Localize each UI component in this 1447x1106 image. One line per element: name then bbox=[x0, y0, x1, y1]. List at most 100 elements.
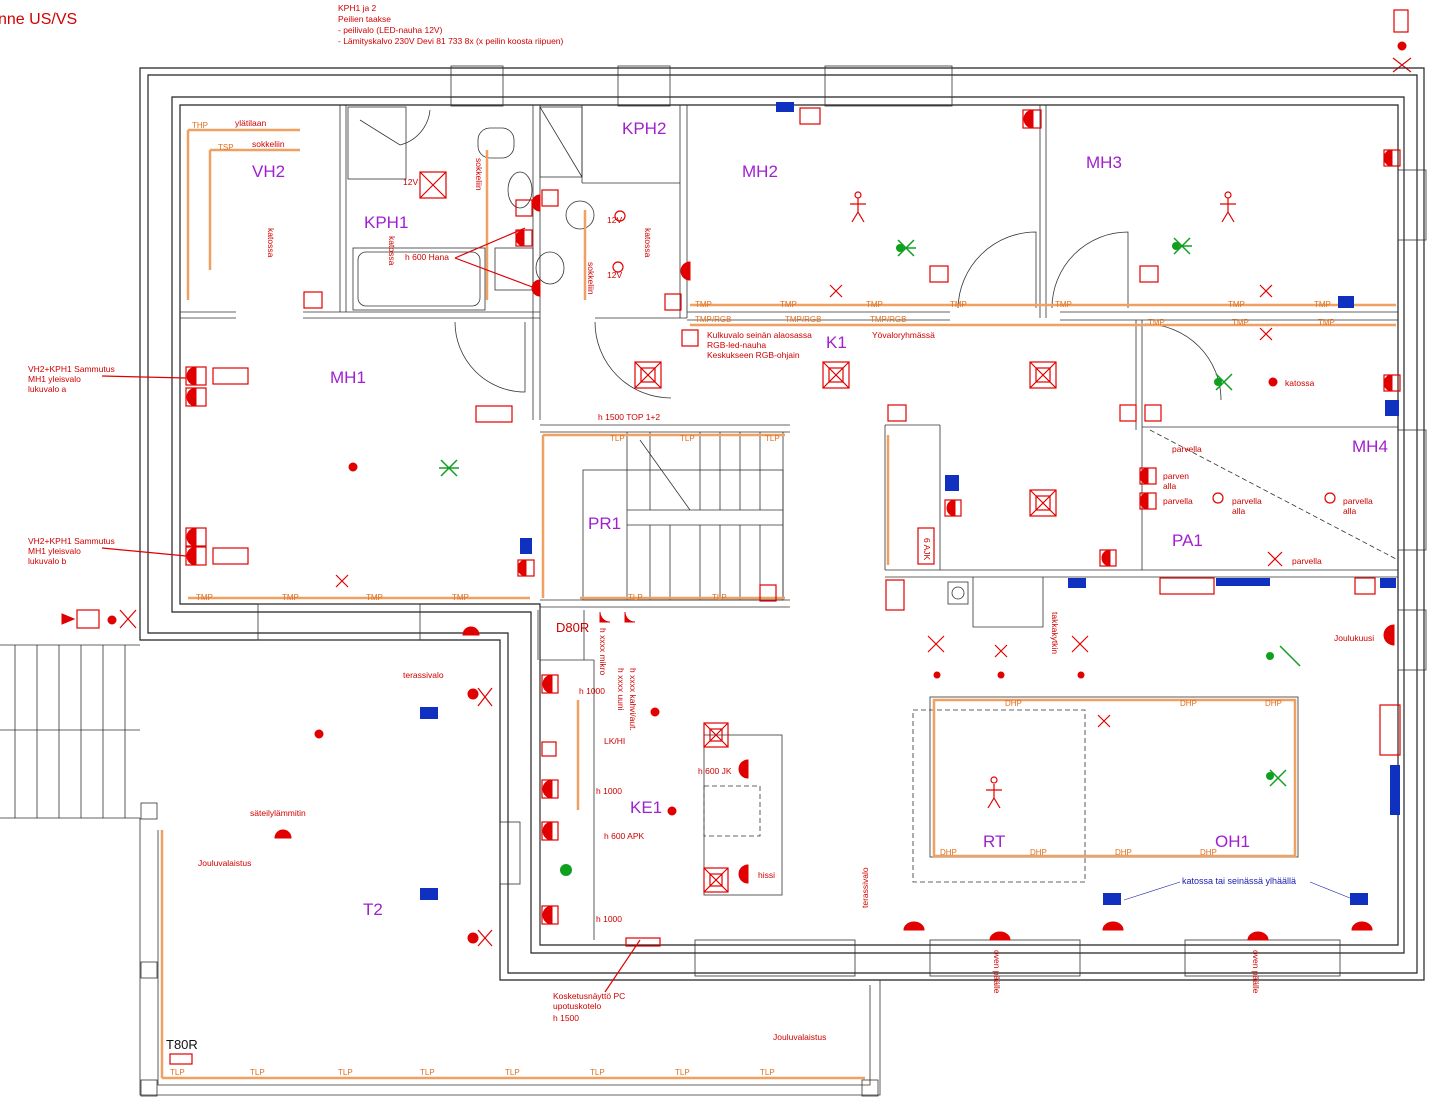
note-oven-1: oven päälle bbox=[992, 950, 1002, 994]
room-label-pr1: PR1 bbox=[588, 514, 621, 533]
heat-label-dhp-e: DHP bbox=[1005, 699, 1022, 708]
heat-label-tlp-pr1c: TLP bbox=[765, 434, 780, 443]
note-h1000-b: h 1000 bbox=[596, 786, 622, 796]
heat-label-tmp-mh1d: TMP bbox=[452, 593, 469, 602]
room-label-mh1: MH1 bbox=[330, 368, 366, 387]
switch-symbols bbox=[185, 107, 1401, 941]
exterior-walls bbox=[139, 65, 1427, 981]
note-alla-1: alla bbox=[1163, 481, 1177, 491]
heat-label-tmprgb-a: TMP/RGB bbox=[695, 315, 731, 324]
note-katossa-seina: katossa tai seinässä ylhäällä bbox=[1182, 876, 1296, 886]
kph-note-line1: Peilien taakse bbox=[338, 14, 391, 24]
note-hissi: hissi bbox=[758, 870, 775, 880]
note-parvella-5: parvella bbox=[1292, 556, 1322, 566]
heat-label-dhp-c: DHP bbox=[1115, 848, 1132, 857]
note-jouluvalo-2: Jouluvalaistus bbox=[773, 1032, 826, 1042]
room-labels: VH2 KPH1 KPH2 MH2 MH3 MH1 K1 MH4 PR1 PA1… bbox=[252, 119, 1388, 919]
room-label-rt: RT bbox=[983, 832, 1005, 851]
note-joulukuusi: Joulukuusi bbox=[1334, 633, 1374, 643]
note-kulku-1: Kulkuvalo seinän alaosassa bbox=[707, 330, 812, 340]
note-vh2b-2: MH1 yleisvalo bbox=[28, 546, 81, 556]
note-sokkeliin-3: sokkeliin bbox=[586, 262, 596, 295]
note-parven-1: parven bbox=[1163, 471, 1189, 481]
heat-label-tmp-mh2b: TMP bbox=[780, 300, 797, 309]
room-label-kph2: KPH2 bbox=[622, 119, 666, 138]
heat-label-tlp-t2h: TLP bbox=[760, 1068, 775, 1077]
floor-heating bbox=[160, 128, 1396, 1080]
note-kulku-3: Keskukseen RGB-ohjain bbox=[707, 350, 800, 360]
note-12v-c: 12V bbox=[607, 270, 622, 280]
room-label-t2: T2 bbox=[363, 900, 383, 919]
heat-label-tmp-mh1b: TMP bbox=[282, 593, 299, 602]
note-vh2a-1: VH2+KPH1 Sammutus bbox=[28, 364, 115, 374]
heat-label-tlp-pr1d: TLP bbox=[628, 593, 643, 602]
note-parvella-4: parvella bbox=[1343, 496, 1373, 506]
room-label-mh3: MH3 bbox=[1086, 153, 1122, 172]
note-terassivalo-2: terassivalo bbox=[860, 867, 870, 908]
note-alla-2: alla bbox=[1232, 506, 1246, 516]
heat-label-tlp-pr1a: TLP bbox=[610, 434, 625, 443]
kph-note-title: KPH1 ja 2 bbox=[338, 3, 377, 13]
note-yovalo: Yövaloryhmässä bbox=[872, 330, 935, 340]
room-label-kph1: KPH1 bbox=[364, 213, 408, 232]
heat-label-tmp-k1c: TMP bbox=[1318, 318, 1335, 327]
heat-label-dhp-b: DHP bbox=[1030, 848, 1047, 857]
heat-label-thp: THP bbox=[192, 121, 208, 130]
note-lkhl: LK/HI bbox=[604, 736, 625, 746]
heat-label-tlp-t2g: TLP bbox=[675, 1068, 690, 1077]
heat-label-tsp: TSP bbox=[218, 143, 234, 152]
heat-label-tmp-mh3c: TMP bbox=[1314, 300, 1331, 309]
note-kosketus-3: h 1500 bbox=[553, 1013, 579, 1023]
note-kosketus-1: Kosketusnäyttö PC bbox=[553, 991, 625, 1001]
note-h1500top: h 1500 TOP 1+2 bbox=[598, 412, 660, 422]
entry-door-symbols bbox=[61, 609, 137, 629]
note-jouluvalo-1: Jouluvalaistus bbox=[198, 858, 251, 868]
note-katossa-3: katossa bbox=[643, 228, 653, 258]
heat-label-tmp-mh2: TMP bbox=[695, 300, 712, 309]
note-hana: h 600 Hana bbox=[405, 252, 449, 262]
note-h600jk: h 600 JK bbox=[698, 766, 732, 776]
heat-label-tmp-mh1a: TMP bbox=[196, 593, 213, 602]
note-parvella-3: parvella bbox=[1232, 496, 1262, 506]
note-vh2b-1: VH2+KPH1 Sammutus bbox=[28, 536, 115, 546]
room-label-oh1: OH1 bbox=[1215, 832, 1250, 851]
note-kosketus-2: upotuskotelo bbox=[553, 1001, 601, 1011]
heat-label-dhp-d: DHP bbox=[1200, 848, 1217, 857]
note-vh2a-2: MH1 yleisvalo bbox=[28, 374, 81, 384]
heating-labels: THP TSP TMP TMP TMP TMP TMP TMP TMP TMP/… bbox=[170, 121, 1335, 1077]
note-vh2a-3: lukuvalo a bbox=[28, 384, 67, 394]
note-sokkeliin: sokkeliin bbox=[252, 139, 285, 149]
note-uuni: h xxxx uuni bbox=[616, 668, 626, 711]
label-t80r: T80R bbox=[166, 1037, 198, 1052]
annotations: VH2+KPH1 Sammutus MH1 yleisvalo lukuvalo… bbox=[28, 118, 1374, 1065]
heat-label-tlp-t2b: TLP bbox=[250, 1068, 265, 1077]
note-h1000-c: h 1000 bbox=[596, 914, 622, 924]
presence-sensors bbox=[439, 237, 1301, 876]
kph-note-line3: - Lämityskalvo 230V Devi 81 733 8x (x pe… bbox=[338, 36, 564, 46]
heat-label-tlp-t2a: TLP bbox=[170, 1068, 185, 1077]
note-parvella-2: parvella bbox=[1163, 496, 1193, 506]
note-katossa-1: katossa bbox=[266, 228, 276, 258]
kph-note-line2: - peilivalo (LED-nauha 12V) bbox=[338, 25, 443, 35]
heat-label-tmp-k1a: TMP bbox=[1148, 318, 1165, 327]
note-sateily: säteilylämmitin bbox=[250, 808, 306, 818]
heat-label-tmp-mh3b: TMP bbox=[1228, 300, 1245, 309]
heat-label-tmp-mh2c: TMP bbox=[866, 300, 883, 309]
room-label-vh2: VH2 bbox=[252, 162, 285, 181]
note-sokkeliin-2: sokkeliin bbox=[474, 158, 484, 191]
heat-label-tlp-t2d: TLP bbox=[420, 1068, 435, 1077]
heat-label-tmp-k1b: TMP bbox=[1232, 318, 1249, 327]
network-sockets bbox=[420, 102, 1400, 905]
heat-label-dhp-a: DHP bbox=[940, 848, 957, 857]
heat-label-tmp-mh1c: TMP bbox=[366, 593, 383, 602]
room-label-mh4: MH4 bbox=[1352, 437, 1388, 456]
heat-label-tlp-pr1e: TLP bbox=[712, 593, 727, 602]
note-ajk: 6 AJK bbox=[922, 538, 932, 561]
note-h600apk: h 600 APK bbox=[604, 831, 645, 841]
note-oven-2: oven päälle bbox=[1251, 950, 1261, 994]
heat-label-tlp-t2f: TLP bbox=[590, 1068, 605, 1077]
note-12v-a: 12V bbox=[403, 177, 418, 187]
room-label-pa1: PA1 bbox=[1172, 531, 1203, 550]
note-katossa-2: katossa bbox=[387, 236, 397, 266]
